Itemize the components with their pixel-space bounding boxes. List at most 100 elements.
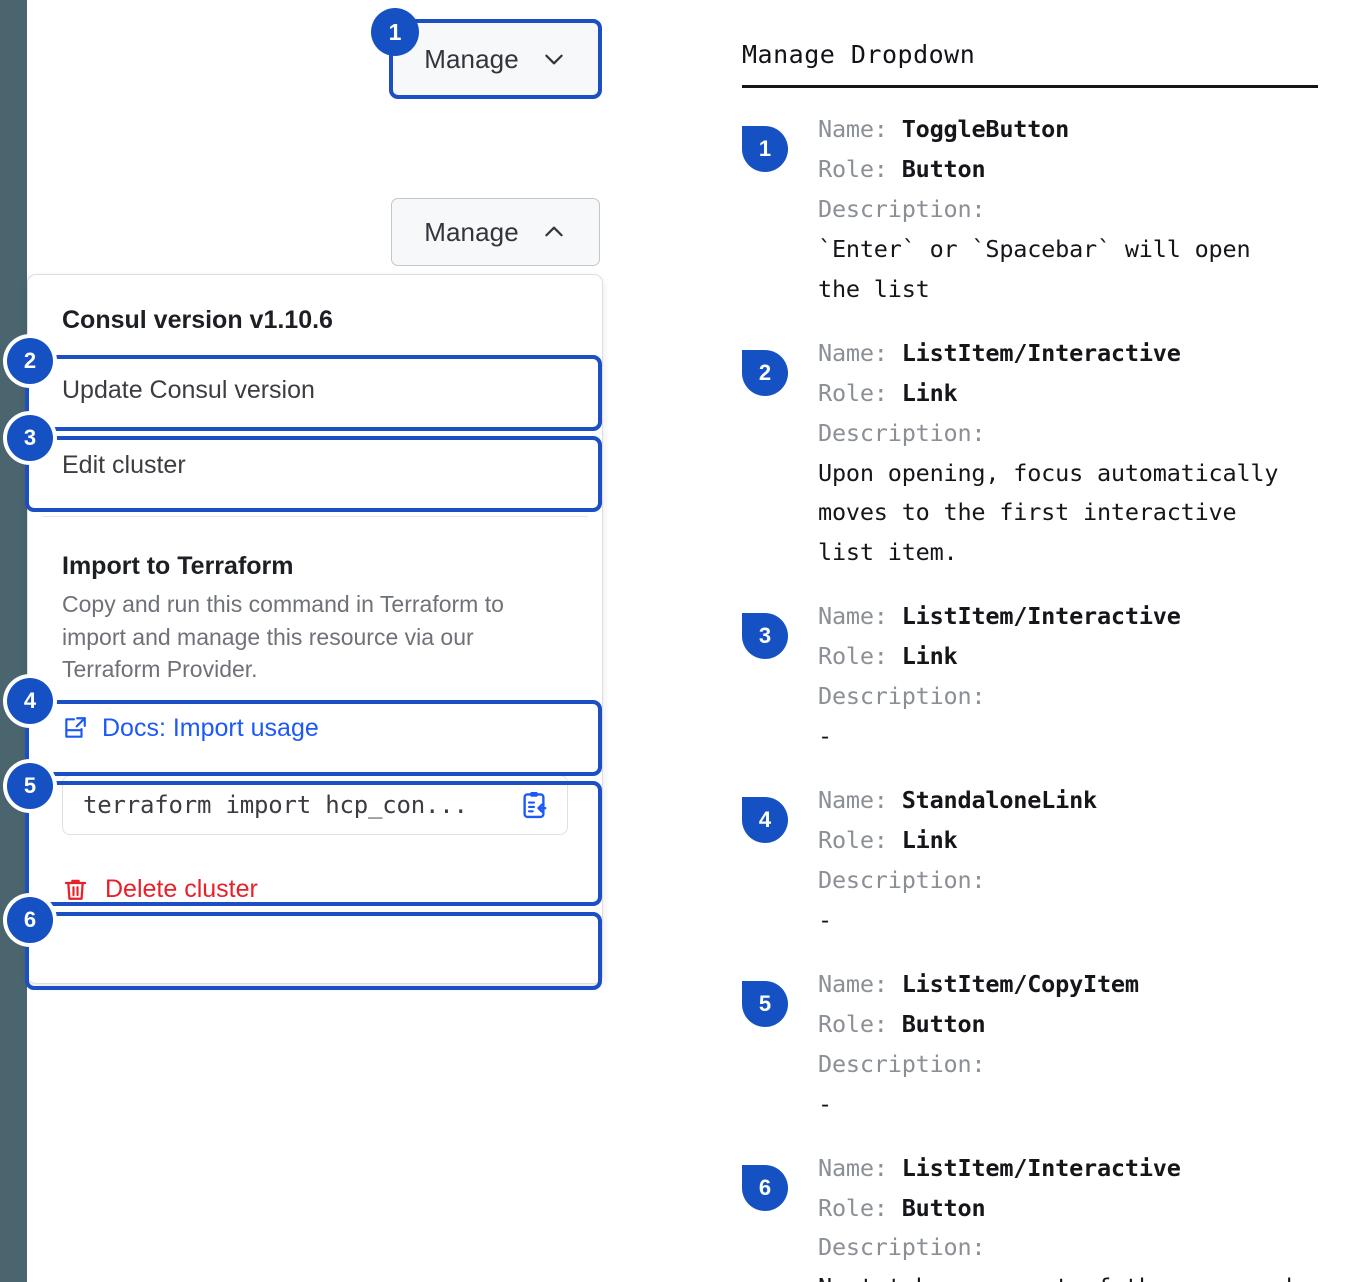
doc-role-value: Button bbox=[901, 1009, 986, 1038]
doc-role-label-row: Role: Link bbox=[818, 637, 1322, 677]
import-to-terraform-description: Copy and run this command in Terraform t… bbox=[62, 591, 504, 683]
doc-badge-cell: 5 bbox=[742, 965, 818, 1027]
doc-name-label: Name: bbox=[818, 338, 902, 367]
doc-badge-number: 6 bbox=[758, 1174, 772, 1200]
doc-description-label-row: Description: bbox=[818, 414, 1322, 454]
doc-role-value: Link bbox=[901, 378, 958, 407]
doc-badge-cell: 1 bbox=[742, 110, 818, 172]
doc-name-label: Name: bbox=[818, 786, 902, 815]
doc-description-label-row: Description: bbox=[818, 1045, 1322, 1085]
manage-dropdown-toggle-open[interactable]: Manage bbox=[391, 198, 600, 266]
doc-description-value: - bbox=[818, 722, 832, 751]
doc-name-label-row: Name: ToggleButton bbox=[818, 110, 1322, 150]
menu-item-edit-cluster[interactable]: Edit cluster bbox=[62, 451, 186, 479]
doc-description-label: Description: bbox=[818, 865, 986, 894]
terraform-copy-field-wrapper: terraform import hcp_con... bbox=[28, 761, 602, 855]
annotation-badge-2: 2 bbox=[7, 338, 53, 384]
doc-badge-cell: 4 bbox=[742, 781, 818, 844]
doc-description-label: Description: bbox=[818, 194, 986, 223]
doc-description-label: Description: bbox=[818, 682, 986, 711]
chevron-down-icon bbox=[545, 54, 563, 65]
manage-button-label: Manage bbox=[424, 43, 519, 74]
doc-description-value: `Enter` or `Spacebar` will open the list bbox=[818, 234, 1251, 303]
docs-link-label: Docs: Import usage bbox=[102, 713, 319, 742]
doc-name-label-row: Name: StandaloneLink bbox=[818, 781, 1322, 821]
doc-role-value: Link bbox=[901, 826, 958, 854]
menu-item-delete-cluster[interactable]: Delete cluster bbox=[28, 855, 602, 926]
annotation-badge-3: 3 bbox=[7, 415, 53, 461]
doc-badge-3: 3 bbox=[742, 613, 788, 660]
annotation-badge-6: 6 bbox=[7, 897, 53, 943]
annotation-badge-5: 5 bbox=[7, 763, 53, 809]
doc-badge-number: 3 bbox=[758, 623, 772, 649]
doc-description-label-row: Description: bbox=[818, 1228, 1322, 1268]
doc-panel-divider bbox=[742, 85, 1318, 88]
doc-badge-6: 6 bbox=[742, 1164, 788, 1211]
doc-badge-4: 4 bbox=[742, 797, 788, 844]
doc-badge-number: 4 bbox=[758, 807, 772, 833]
manage-dropdown-toggle-focused[interactable]: Manage bbox=[391, 21, 600, 97]
terraform-copy-field[interactable]: terraform import hcp_con... bbox=[62, 774, 568, 835]
doc-badge-5: 5 bbox=[742, 980, 788, 1027]
menu-item-update-consul-version[interactable]: Update Consul version bbox=[62, 375, 315, 404]
doc-name-value: ListItem/Interactive bbox=[901, 1153, 1181, 1182]
manage-button-label: Manage bbox=[424, 216, 519, 247]
doc-name-label-row: Name: ListItem/Interactive bbox=[818, 597, 1322, 637]
annotation-badge-1: 1 bbox=[371, 8, 419, 56]
doc-description-value: - bbox=[818, 1089, 832, 1118]
doc-description-value: Upon opening, focus automatically moves … bbox=[818, 458, 1279, 567]
doc-role-value: Link bbox=[901, 642, 958, 671]
import-to-terraform-heading: Import to Terraform bbox=[62, 551, 294, 580]
doc-description-label: Description: bbox=[818, 418, 986, 447]
doc-badge-cell: 2 bbox=[742, 334, 818, 396]
doc-role-label-row: Role: Button bbox=[818, 1189, 1322, 1229]
menu-item-docs-import-usage[interactable]: Docs: Import usage bbox=[28, 696, 602, 761]
doc-description-value: - bbox=[818, 905, 832, 934]
doc-description-label-row: Description: bbox=[818, 861, 1322, 901]
doc-name-value: StandaloneLink bbox=[901, 786, 1097, 815]
doc-name-value: ListItem/Interactive bbox=[901, 602, 1181, 631]
doc-badge-cell: 3 bbox=[742, 597, 818, 660]
doc-description-label: Description: bbox=[818, 1233, 986, 1262]
doc-role-label: Role: bbox=[818, 1009, 902, 1038]
doc-name-value: ListItem/Interactive bbox=[901, 338, 1181, 367]
left-sidebar-rail bbox=[0, 0, 27, 1282]
doc-role-label: Role: bbox=[818, 378, 902, 407]
doc-name-label-row: Name: ListItem/Interactive bbox=[818, 334, 1322, 374]
doc-description-label-row: Description: bbox=[818, 677, 1322, 717]
doc-name-label-row: Name: ListItem/CopyItem bbox=[818, 965, 1322, 1005]
doc-name-label: Name: bbox=[818, 602, 902, 631]
doc-badge-1: 1 bbox=[742, 126, 788, 172]
doc-badge-2: 2 bbox=[742, 349, 788, 396]
doc-panel-title: Manage Dropdown bbox=[742, 40, 976, 69]
doc-role-label-row: Role: Link bbox=[818, 821, 1322, 861]
annotation-badge-4: 4 bbox=[7, 678, 53, 724]
doc-name-label: Name: bbox=[818, 1153, 902, 1182]
doc-role-label-row: Role: Button bbox=[818, 1005, 1322, 1045]
chevron-up-icon bbox=[545, 226, 563, 237]
copy-to-clipboard-icon[interactable] bbox=[519, 790, 549, 820]
doc-badge-number: 1 bbox=[758, 136, 772, 161]
doc-name-value: ToggleButton bbox=[901, 115, 1070, 143]
doc-name-value: ListItem/CopyItem bbox=[901, 969, 1139, 998]
doc-description-label-row: Description: bbox=[818, 190, 1322, 230]
doc-badge-number: 5 bbox=[758, 990, 772, 1016]
consul-version-heading: Consul version v1.10.6 bbox=[62, 306, 333, 334]
doc-role-label: Role: bbox=[818, 1193, 902, 1222]
doc-role-label: Role: bbox=[818, 154, 902, 183]
doc-role-label-row: Role: Button bbox=[818, 150, 1322, 190]
doc-name-label: Name: bbox=[818, 115, 902, 143]
trash-icon bbox=[64, 879, 87, 900]
